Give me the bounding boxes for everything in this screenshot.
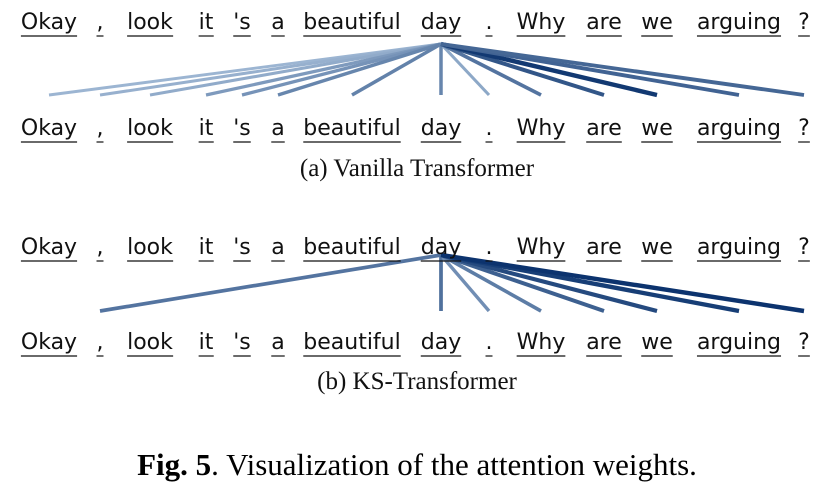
source-token: look [127,235,173,260]
target-token: arguing [697,330,781,355]
target-token: Why [517,116,566,141]
target-token: it [199,330,214,355]
figure-caption-label: Fig. 5 [137,447,211,482]
attention-lines-vanilla [48,41,805,98]
target-token: look [127,116,173,141]
source-token: Okay [21,235,77,260]
source-token: . [486,10,493,35]
source-token: look [127,10,173,35]
figure-caption: Fig. 5. Visualization of the attention w… [137,447,697,482]
target-token: a [271,330,284,355]
source-token: , [97,10,104,35]
target-token: are [586,116,622,141]
attention-line [440,253,542,313]
attention-lines-ks [99,252,805,314]
target-token: are [586,330,622,355]
source-token: 's [233,235,251,260]
target-token: ? [798,330,810,355]
target-token: 's [233,330,251,355]
source-token: day [421,10,461,35]
target-token: . [486,116,493,141]
source-token: arguing [697,10,781,35]
source-token: Okay [21,10,77,35]
target-token: ? [798,116,810,141]
attention-line [351,42,442,97]
target-token: day [421,330,461,355]
target-token: we [641,116,673,141]
target-token: Okay [21,116,77,141]
attention-line [440,253,605,313]
source-token: it [199,10,214,35]
source-token: beautiful [303,235,400,260]
source-token: we [641,10,673,35]
attention-line [99,253,442,313]
target-token: beautiful [303,116,400,141]
source-token: , [97,235,104,260]
target-token: we [641,330,673,355]
attention-line [440,42,542,97]
source-token: beautiful [303,10,400,35]
figure-caption-text: . Visualization of the attention weights… [211,447,697,482]
target-token: beautiful [303,330,400,355]
attention-line [149,42,442,97]
target-token: . [486,330,493,355]
source-token: ? [798,235,810,260]
target-token: look [127,330,173,355]
source-token: Why [517,10,566,35]
source-token: it [199,235,214,260]
target-token: a [271,116,284,141]
source-token: ? [798,10,810,35]
subcaption-vanilla: (a) Vanilla Transformer [300,155,535,182]
attention-line [440,252,805,314]
attention-line [277,42,442,97]
source-token: are [586,10,622,35]
attention-line [439,253,491,313]
source-token: Why [517,235,566,260]
target-token: it [199,116,214,141]
target-token: , [97,330,104,355]
target-token: 's [233,116,251,141]
target-token: day [421,116,461,141]
source-token: a [271,235,284,260]
target-token: Okay [21,330,77,355]
source-token: a [271,10,284,35]
source-token: arguing [697,235,781,260]
source-token: . [486,235,493,260]
source-token: day [421,235,461,260]
attention-line [440,41,658,98]
attention-line [241,42,442,97]
target-token: , [97,116,104,141]
subcaption-ks: (b) KS-Transformer [317,368,517,395]
target-token: Why [517,330,566,355]
attention-line [439,42,491,97]
target-token: arguing [697,116,781,141]
attention-line [440,252,658,314]
source-token: are [586,235,622,260]
source-token: 's [233,10,251,35]
source-token: we [641,235,673,260]
attention-line [440,42,805,97]
